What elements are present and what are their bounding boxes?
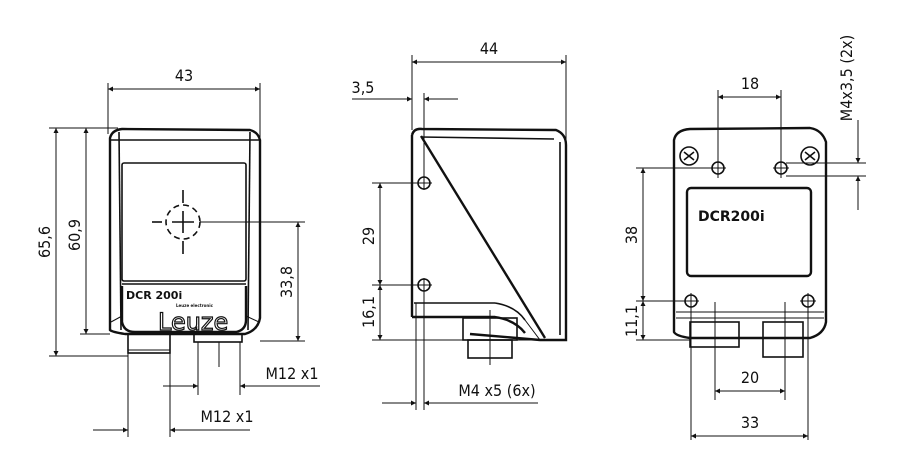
dim-connector-right: M12 x1: [266, 364, 319, 383]
dim-front-width: 43: [175, 66, 193, 85]
rear-model-label: DCR200i: [698, 209, 765, 225]
dim-optical-axis-height: 33,8: [277, 266, 296, 298]
dim-rear-hole-height: 11,1: [622, 305, 641, 337]
dim-side-thread: M4 x5 (6x): [458, 381, 535, 400]
dim-side-hole-spacing: 29: [359, 227, 378, 245]
front-model-label: DCR 200i: [126, 289, 182, 302]
dim-front-total-height: 65,6: [35, 226, 54, 258]
front-brand-small-label: Leuze electronic: [176, 303, 214, 308]
front-brand-logo: Leuze: [158, 308, 228, 336]
dim-rear-outer-spacing: 33: [741, 413, 759, 432]
dim-rear-vertical-spacing: 38: [622, 226, 641, 244]
dim-side-depth: 44: [480, 39, 498, 58]
front-view: DCR 200i Leuze electronic Leuze 43 65,6 …: [35, 66, 320, 437]
dim-front-body-height: 60,9: [65, 219, 84, 251]
dim-connector-left: M12 x1: [201, 407, 254, 426]
dim-side-hole-height: 16,1: [359, 296, 378, 328]
dim-rear-top-hole-spacing: 18: [741, 74, 759, 93]
dim-rear-connector-spacing: 20: [741, 368, 759, 387]
side-view: 44 3,5 29 16,1 M4 x5 (6x): [352, 39, 568, 410]
rear-view: DCR200i 18 M4x3,5 (2x) 38 11,1 20: [622, 35, 866, 440]
dim-rear-thread: M4x3,5 (2x): [837, 35, 856, 121]
dim-hole-offset: 3,5: [352, 78, 375, 97]
